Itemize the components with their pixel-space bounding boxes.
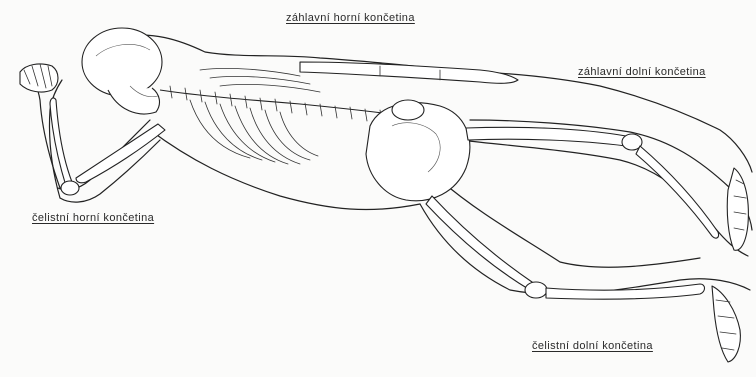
upper-arm-bones xyxy=(300,62,518,83)
label-celistni-horni-koncetina: čelistní horní končetina xyxy=(32,212,154,224)
skull xyxy=(82,28,162,114)
pelvis xyxy=(366,100,470,201)
label-celistni-dolni-koncetina: čelistní dolní končetina xyxy=(532,340,653,352)
label-zahlavni-dolni-koncetina: záhlavní dolní končetina xyxy=(578,66,706,78)
left-hand xyxy=(20,64,58,92)
label-zahlavni-horni-koncetina: záhlavní horní končetina xyxy=(286,12,415,24)
